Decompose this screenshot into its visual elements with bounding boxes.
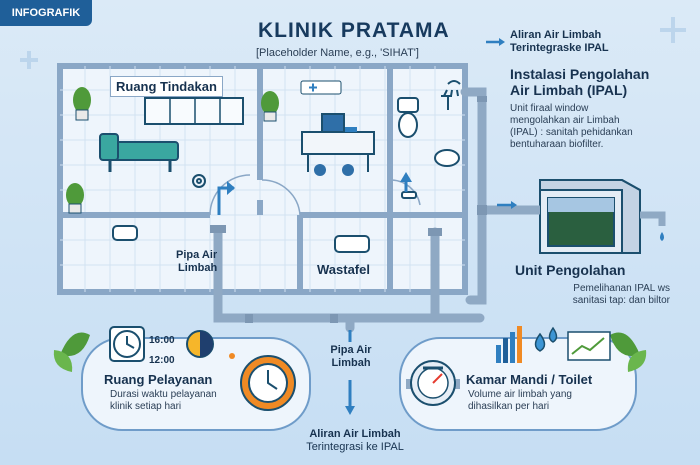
bottom-flow-label: Aliran Air Limbah Terintegrasi ke IPAL bbox=[290, 428, 420, 454]
ipal-desc-line1: Unit firaal window bbox=[510, 103, 589, 114]
bottom-flow-line1: Aliran Air Limbah bbox=[309, 428, 401, 440]
ipal-desc-line2: mengolahkan air Limbah bbox=[510, 115, 620, 126]
examination-bed-icon bbox=[99, 133, 179, 172]
unit-description: Pemelihanan IPAL ws sanitasi tap: dan bi… bbox=[520, 283, 670, 307]
page-subtitle: [Placeholder Name, e.g., 'SIHAT'] bbox=[256, 47, 419, 59]
pipe-joint bbox=[210, 96, 487, 323]
unit-title: Unit Pengolahan bbox=[515, 262, 626, 278]
ipal-title-line2: Air Limbah (IPAL) bbox=[510, 82, 628, 98]
room-label-wastafel: Wastafel bbox=[317, 262, 370, 277]
pipe-label-center-line1: Pipa Air bbox=[330, 344, 372, 356]
clock-icon bbox=[109, 326, 145, 362]
sink-icon bbox=[112, 191, 417, 253]
infographic-tag: INFOGRAFIK bbox=[0, 0, 92, 26]
top-legend: Aliran Air Limbah Terintegraske IPAL bbox=[510, 29, 609, 55]
pipe-label-left-line1: Pipa Air bbox=[176, 249, 218, 261]
service-hours: 16:00 12:00 bbox=[149, 331, 175, 371]
pipe-label-left-line2: Limbah bbox=[178, 262, 218, 274]
service-time-close: 12:00 bbox=[149, 355, 175, 366]
floor-drain-icon bbox=[192, 174, 206, 188]
top-legend-line2: Terintegraske IPAL bbox=[510, 42, 609, 54]
ipal-desc-line4: bentuharaan biofilter. bbox=[510, 139, 604, 150]
cabinet-icon bbox=[144, 97, 244, 125]
orange-clock-icon bbox=[240, 355, 296, 411]
shower-icon bbox=[443, 80, 461, 97]
pelayanan-description: Durasi waktu pelayanan klinik setiap har… bbox=[110, 389, 217, 413]
pelayanan-title: Ruang Pelayanan bbox=[104, 372, 213, 387]
toilet-desc-line1: Volume air limbah yang bbox=[468, 389, 572, 400]
toilet-title: Kamar Mandi / Toilet bbox=[466, 372, 593, 387]
toilet-icon bbox=[397, 95, 460, 167]
ipal-title: Instalasi Pengolahan Air Limbah (IPAL) bbox=[510, 66, 649, 98]
leaf-icon bbox=[53, 332, 647, 372]
ipal-description: Unit firaal window mengolahkan air Limba… bbox=[510, 103, 633, 151]
water-meter-icon bbox=[406, 360, 460, 406]
bar-chart-icon bbox=[496, 326, 522, 363]
processing-unit-icon bbox=[520, 179, 666, 254]
service-time-open: 16:00 bbox=[149, 335, 175, 346]
line-chart-icon bbox=[567, 331, 611, 361]
pelayanan-desc-line1: Durasi waktu pelayanan bbox=[110, 389, 217, 400]
pipe-label-center: Pipa Air Limbah bbox=[326, 344, 376, 370]
top-legend-line1: Aliran Air Limbah bbox=[510, 29, 602, 41]
toilet-description: Volume air limbah yang dihasilkan per ha… bbox=[468, 389, 572, 413]
decor-plus-icon bbox=[20, 17, 686, 69]
page-title: KLINIK PRATAMA bbox=[258, 19, 450, 42]
desk-icon bbox=[301, 113, 375, 176]
medical-cross-sign-icon bbox=[300, 80, 342, 95]
waste-pipe bbox=[213, 87, 525, 333]
unit-desc-line2: sanitasi tap: dan biltor bbox=[572, 295, 670, 306]
unit-desc-line1: Pemelihanan IPAL ws bbox=[573, 283, 670, 294]
pelayanan-desc-line2: klinik setiap hari bbox=[110, 401, 182, 412]
bottom-flow-line2: Terintegrasi ke IPAL bbox=[306, 441, 404, 453]
pipe-label-left: Pipa Air Limbah bbox=[176, 249, 217, 275]
ipal-desc-line3: (IPAL) : sanitah pehidankan bbox=[510, 127, 633, 138]
pipe-label-center-line2: Limbah bbox=[331, 357, 371, 369]
toilet-desc-line2: dihasilkan per hari bbox=[468, 401, 550, 412]
room-label-tindakan: Ruang Tindakan bbox=[110, 76, 223, 97]
water-drop-icon bbox=[534, 326, 558, 352]
plant-icon bbox=[66, 87, 279, 214]
ipal-title-line1: Instalasi Pengolahan bbox=[510, 66, 650, 82]
day-night-icon bbox=[186, 330, 235, 359]
